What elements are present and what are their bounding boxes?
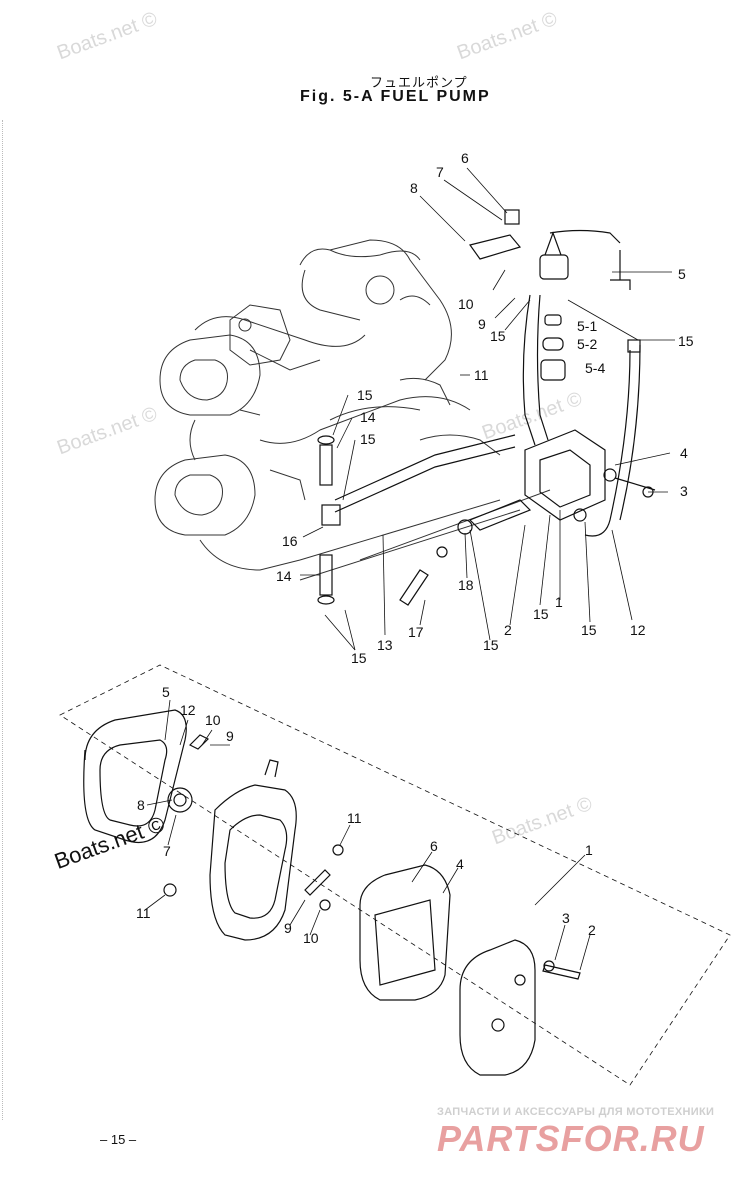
callout-label: 7 bbox=[436, 164, 444, 180]
callout-label: 6 bbox=[461, 150, 469, 166]
callout-label: 1 bbox=[585, 842, 593, 858]
engine-block-drawing bbox=[154, 239, 551, 581]
page-number: – 15 – bbox=[100, 1132, 137, 1147]
callout-label: 2 bbox=[588, 922, 596, 938]
callout-label: 15 bbox=[357, 387, 373, 403]
fuel-pump-drawing bbox=[457, 429, 656, 535]
callout-label: 15 bbox=[490, 328, 506, 344]
callout-label: 4 bbox=[456, 856, 464, 872]
leader-lines-lower bbox=[144, 699, 591, 971]
fuel-hoses-drawing bbox=[317, 434, 516, 606]
callout-label: 13 bbox=[377, 637, 393, 653]
figure-title-japanese: フュエルポンプ bbox=[370, 75, 468, 90]
callout-label: 16 bbox=[282, 533, 298, 549]
callout-label: 11 bbox=[347, 810, 362, 826]
callout-label: 12 bbox=[180, 702, 196, 718]
leader-lines bbox=[300, 167, 675, 651]
exploded-pump-parts bbox=[59, 664, 731, 1086]
callout-label: 10 bbox=[205, 712, 221, 728]
callout-label: 5 bbox=[162, 684, 170, 700]
callout-label: 15 bbox=[678, 333, 694, 349]
callout-label: 8 bbox=[410, 180, 418, 196]
callout-label: 3 bbox=[562, 910, 570, 926]
callout-label: 5-1 bbox=[577, 318, 598, 334]
callout-label: 5-2 bbox=[577, 336, 598, 352]
callout-label: 4 bbox=[680, 445, 688, 461]
callout-label: 11 bbox=[474, 367, 489, 383]
callout-label: 14 bbox=[276, 568, 292, 584]
callout-label: 15 bbox=[351, 650, 367, 666]
callout-label: 17 bbox=[408, 624, 424, 640]
brand-tagline: ЗАПЧАСТИ И АКСЕССУАРЫ ДЛЯ МОТОТЕХНИКИ bbox=[437, 1106, 715, 1118]
callout-label: 7 bbox=[163, 843, 171, 859]
callout-label: 9 bbox=[284, 920, 292, 936]
callout-label: 12 bbox=[630, 622, 646, 638]
callout-label: 9 bbox=[226, 728, 234, 744]
callout-label: 18 bbox=[458, 577, 474, 593]
callout-label: 6 bbox=[430, 838, 438, 854]
callout-label: 8 bbox=[137, 797, 145, 813]
callout-label: 5-4 bbox=[585, 360, 606, 376]
callout-label: 2 bbox=[504, 622, 512, 638]
callout-label: 3 bbox=[680, 483, 688, 499]
fuel-filter-drawing bbox=[468, 209, 641, 537]
callout-label: 9 bbox=[478, 316, 486, 332]
callout-label: 15 bbox=[533, 606, 549, 622]
figure-title: Fig. 5-A FUEL PUMP bbox=[300, 88, 491, 105]
callout-label: 1 bbox=[555, 594, 563, 610]
callout-label: 14 bbox=[360, 409, 376, 425]
callout-label: 10 bbox=[458, 296, 474, 312]
callout-label: 5 bbox=[678, 266, 686, 282]
callout-label: 11 bbox=[136, 905, 151, 921]
brand-logo: PARTSFOR.RU bbox=[437, 1118, 705, 1159]
callout-label: 15 bbox=[581, 622, 597, 638]
scan-edge bbox=[2, 120, 4, 1120]
callout-label: 10 bbox=[303, 930, 319, 946]
callout-label: 15 bbox=[360, 431, 376, 447]
callout-label: 15 bbox=[483, 637, 499, 653]
